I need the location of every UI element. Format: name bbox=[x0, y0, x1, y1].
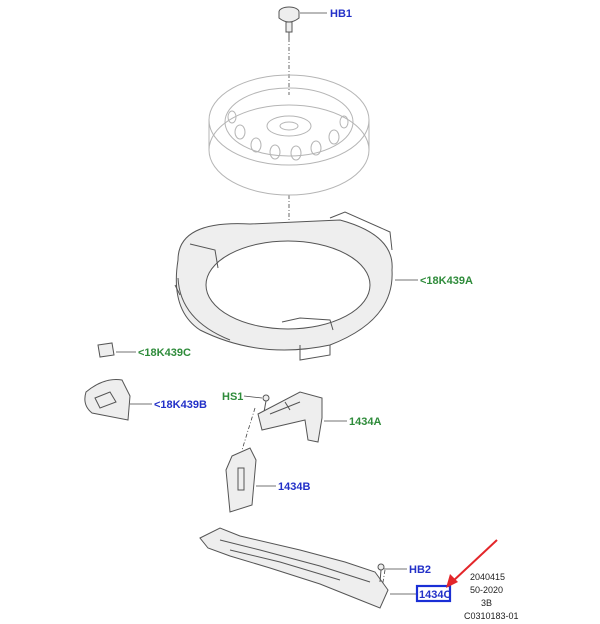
callout-18k439b: <18K439B bbox=[154, 399, 207, 411]
callout-18k439a: <18K439A bbox=[420, 275, 473, 287]
cross-member-1434c bbox=[199, 527, 417, 609]
bracket-1434a bbox=[257, 391, 347, 443]
wheel-holes bbox=[227, 110, 349, 161]
screw-hs1 bbox=[243, 394, 270, 413]
highlighted-callout-1434c: 1434C bbox=[415, 584, 452, 603]
hold-down-bolt-hb1 bbox=[278, 6, 327, 40]
meta-line-2: 50-2020 bbox=[470, 585, 503, 595]
bracket-1434b bbox=[225, 447, 276, 513]
callout-hs1: HS1 bbox=[222, 391, 243, 403]
callout-1434b: 1434B bbox=[278, 481, 310, 493]
red-arrow-icon bbox=[446, 539, 498, 588]
highlight-box bbox=[415, 584, 452, 603]
callout-18k439c: <18K439C bbox=[138, 347, 191, 359]
meta-line-4: C0310183-01 bbox=[464, 611, 519, 621]
callout-hb1: HB1 bbox=[330, 8, 352, 20]
block-18k439b bbox=[84, 379, 152, 421]
callout-1434c: 1434C bbox=[419, 589, 451, 601]
meta-line-3: 3B bbox=[481, 598, 492, 608]
meta-line-1: 2040415 bbox=[470, 572, 505, 582]
bolt-hb2 bbox=[377, 563, 407, 583]
callout-hb2: HB2 bbox=[409, 564, 431, 576]
callout-1434a: 1434A bbox=[349, 416, 381, 428]
foam-tray-18k439a bbox=[174, 211, 418, 361]
pad-18k439c bbox=[97, 342, 136, 358]
spare-wheel bbox=[208, 74, 370, 196]
